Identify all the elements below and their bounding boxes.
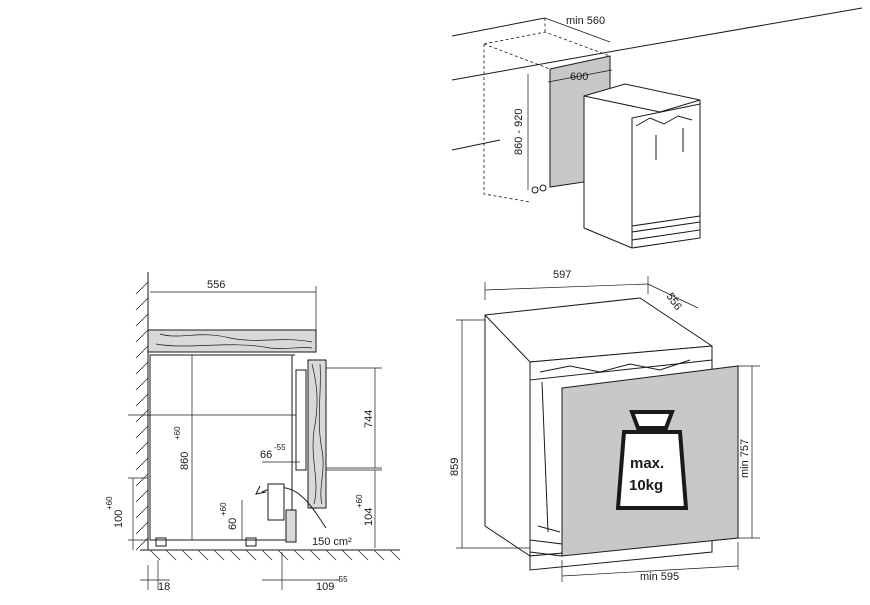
weight-line-2: 10kg [629,477,663,494]
weight-line-1: max. [630,455,664,472]
side-section-view: 556 744 860 +60 66 -55 100 +60 60 +60 [105,272,401,593]
dim-66: 66 [260,449,272,461]
dim-60-tol: +60 [219,502,228,516]
dim-860-920: 860 - 920 [513,109,525,155]
cabinet-door [307,359,327,509]
front-perspective-view: 597 556 max. 10kg 859 min 757 [449,269,760,583]
dim-860: 860 [179,452,191,470]
dim-600: 600 [570,71,588,83]
dim-100: 100 [113,510,125,528]
dim-744: 744 [363,410,375,428]
dim-109: 109 [316,581,334,593]
dim-66-tol: -55 [274,443,286,452]
dim-104-tol: +60 [355,494,364,508]
dim-597: 597 [553,269,571,281]
niche-installation-view: min 560 600 860 - 920 [451,7,863,249]
vent-area-label: 150 cm² [312,536,352,548]
dim-859: 859 [449,458,461,476]
dim-109-tol: -55 [336,575,348,584]
dim-100-tol: +60 [105,496,114,510]
dim-860-tol: +60 [173,426,182,440]
dim-min-560: min 560 [566,15,605,27]
dim-556-front: 556 [664,291,684,313]
dim-min-757: min 757 [739,439,751,478]
dim-104: 104 [363,508,375,526]
dim-min-595: min 595 [640,571,679,583]
dim-60: 60 [227,518,239,530]
weight-icon: max. 10kg [615,410,689,510]
dim-556-side: 556 [207,279,225,291]
dim-18: 18 [158,581,170,593]
countertop [147,329,317,353]
